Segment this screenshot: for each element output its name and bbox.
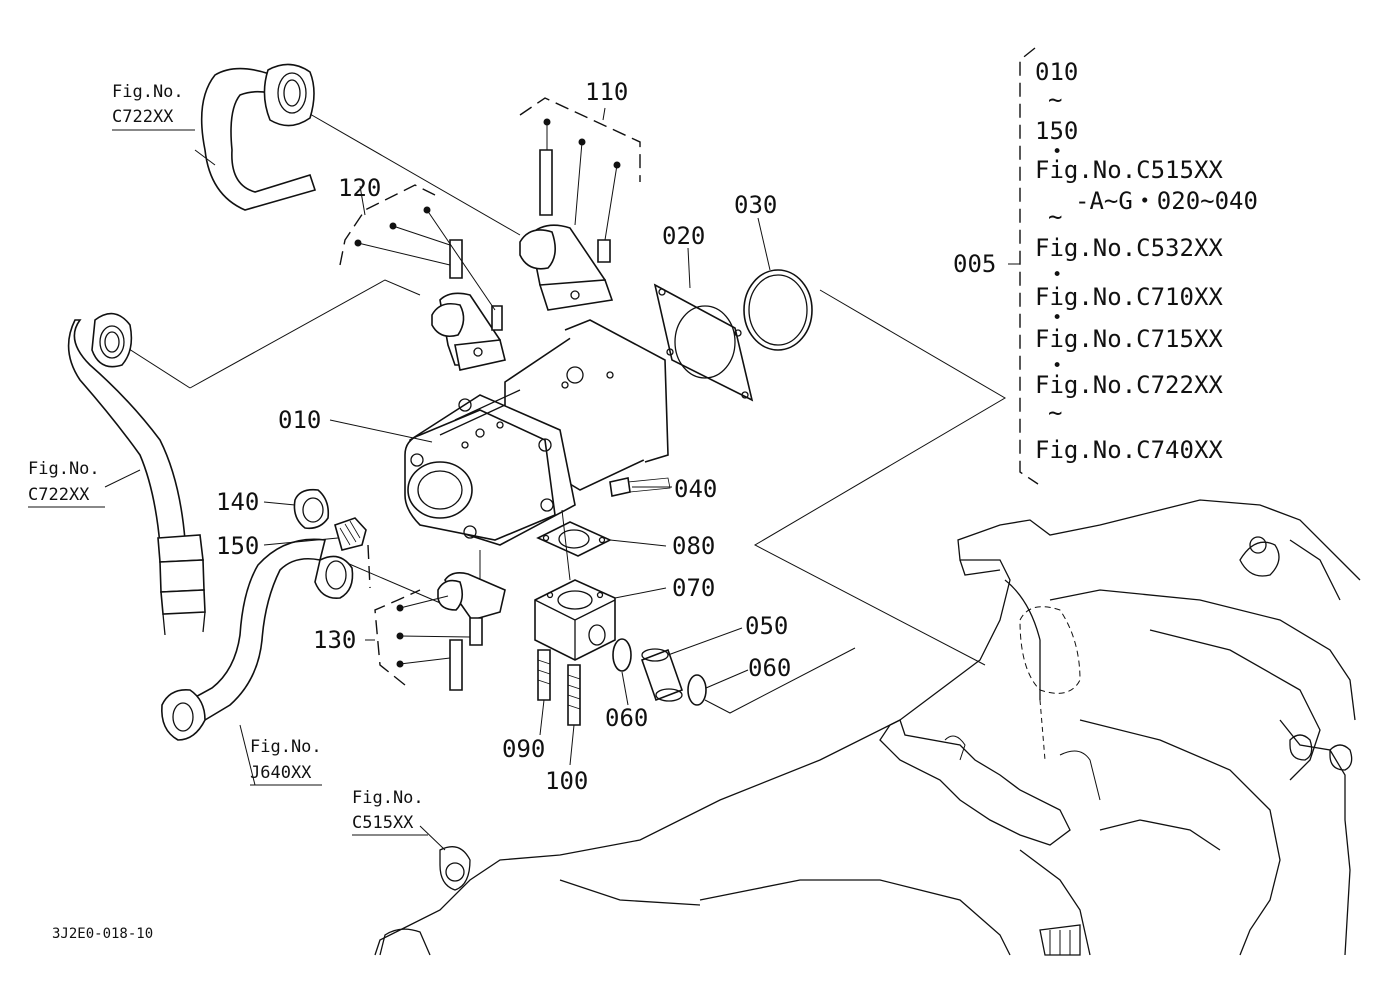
assembly-note-line-8: Fig.No.C532XX [1035, 234, 1223, 262]
diagram-code: 3J2E0-018-10 [52, 926, 153, 942]
fig-ref-top-left-line1: Fig.No. [112, 82, 184, 102]
part-label-110: 110 [585, 78, 628, 106]
lower-hose [161, 538, 354, 741]
fig-ref-bottom-left-line1: Fig.No. [352, 788, 424, 808]
part-label-140: 140 [216, 488, 259, 516]
part-label-070: 070 [672, 574, 715, 602]
assembly-note-line-10: Fig.No.C710XX [1035, 283, 1223, 311]
fig-ref-top-left: Fig.No. C722XX [112, 82, 195, 131]
flange-110 [519, 97, 641, 311]
part-label-150: 150 [216, 532, 259, 560]
pipe-050 [640, 648, 684, 702]
part-label-020: 020 [662, 222, 705, 250]
assembly-note-line-9: • [1052, 265, 1062, 285]
part-label-040: 040 [674, 475, 717, 503]
fig-ref-bottom-left-line2: C515XX [352, 813, 414, 833]
part-label-120: 120 [338, 174, 381, 202]
gasket-080 [536, 521, 612, 557]
assembly-note-line-11: • [1052, 308, 1062, 328]
part-label-030: 030 [734, 191, 777, 219]
block-070 [534, 579, 616, 661]
fig-ref-bottom-mid-line2: J640XX [250, 763, 312, 783]
left-hose [67, 312, 206, 636]
assembly-boundary-lines [114, 109, 1006, 714]
assembly-note: 010 ~ 150 • Fig.No.C515XX -A~G・020~040 ~… [1035, 58, 1258, 464]
assembly-note-line-14: Fig.No.C722XX [1035, 371, 1223, 399]
bolt-100 [567, 664, 581, 726]
part-label-010: 010 [278, 406, 321, 434]
upper-hose [200, 63, 317, 211]
gasket-020 [653, 283, 754, 402]
part-leaders [104, 107, 771, 851]
assembly-bracket-005 [1008, 47, 1039, 485]
part-label-050: 050 [745, 612, 788, 640]
assembly-note-line-15: ~ [1048, 399, 1062, 427]
tractor-frame [374, 499, 1361, 956]
fig-ref-mid-left-line1: Fig.No. [28, 459, 100, 479]
part-label-080: 080 [672, 532, 715, 560]
part-label-130: 130 [313, 626, 356, 654]
fig-ref-bottom-mid: Fig.No. J640XX [250, 737, 322, 786]
fitting-150 [334, 517, 367, 551]
part-label-005: 005 [953, 250, 996, 278]
assembly-note-line-6: -A~G・020~040 [1075, 187, 1258, 215]
fig-ref-mid-left-line2: C722XX [28, 485, 90, 505]
part-label-100: 100 [545, 767, 588, 795]
fig-ref-bottom-left: Fig.No. C515XX [352, 788, 428, 836]
assembly-note-line-3: 150 [1035, 117, 1078, 145]
fig-ref-mid-left: Fig.No. C722XX [28, 459, 105, 508]
fitting-140 [293, 488, 330, 530]
part-number-labels: 005 010 020 030 040 050 060 060 070 080 … [216, 78, 996, 795]
part-label-090: 090 [502, 735, 545, 763]
o-ring-060-right [687, 674, 707, 706]
flange-120 [339, 184, 506, 371]
assembly-note-line-12: Fig.No.C715XX [1035, 325, 1223, 353]
fig-ref-top-left-line2: C722XX [112, 107, 174, 127]
assembly-note-line-13: • [1052, 356, 1062, 376]
bolt-040 [609, 477, 671, 497]
assembly-note-line-16: Fig.No.C740XX [1035, 436, 1223, 464]
o-ring-060-left [612, 638, 632, 672]
part-label-060-right: 060 [748, 654, 791, 682]
part-label-060-left: 060 [605, 704, 648, 732]
assembly-note-line-1: 010 [1035, 58, 1078, 86]
assembly-note-line-5: Fig.No.C515XX [1035, 156, 1223, 184]
assembly-note-line-2: ~ [1048, 86, 1062, 114]
assembly-note-line-4: • [1052, 142, 1062, 162]
fig-ref-bottom-mid-line1: Fig.No. [250, 737, 322, 757]
flange-130 [374, 572, 506, 691]
main-housing-010 [404, 319, 669, 546]
o-ring-030 [743, 269, 813, 351]
assembly-note-line-7: ~ [1048, 203, 1062, 231]
bolt-090 [537, 649, 551, 701]
